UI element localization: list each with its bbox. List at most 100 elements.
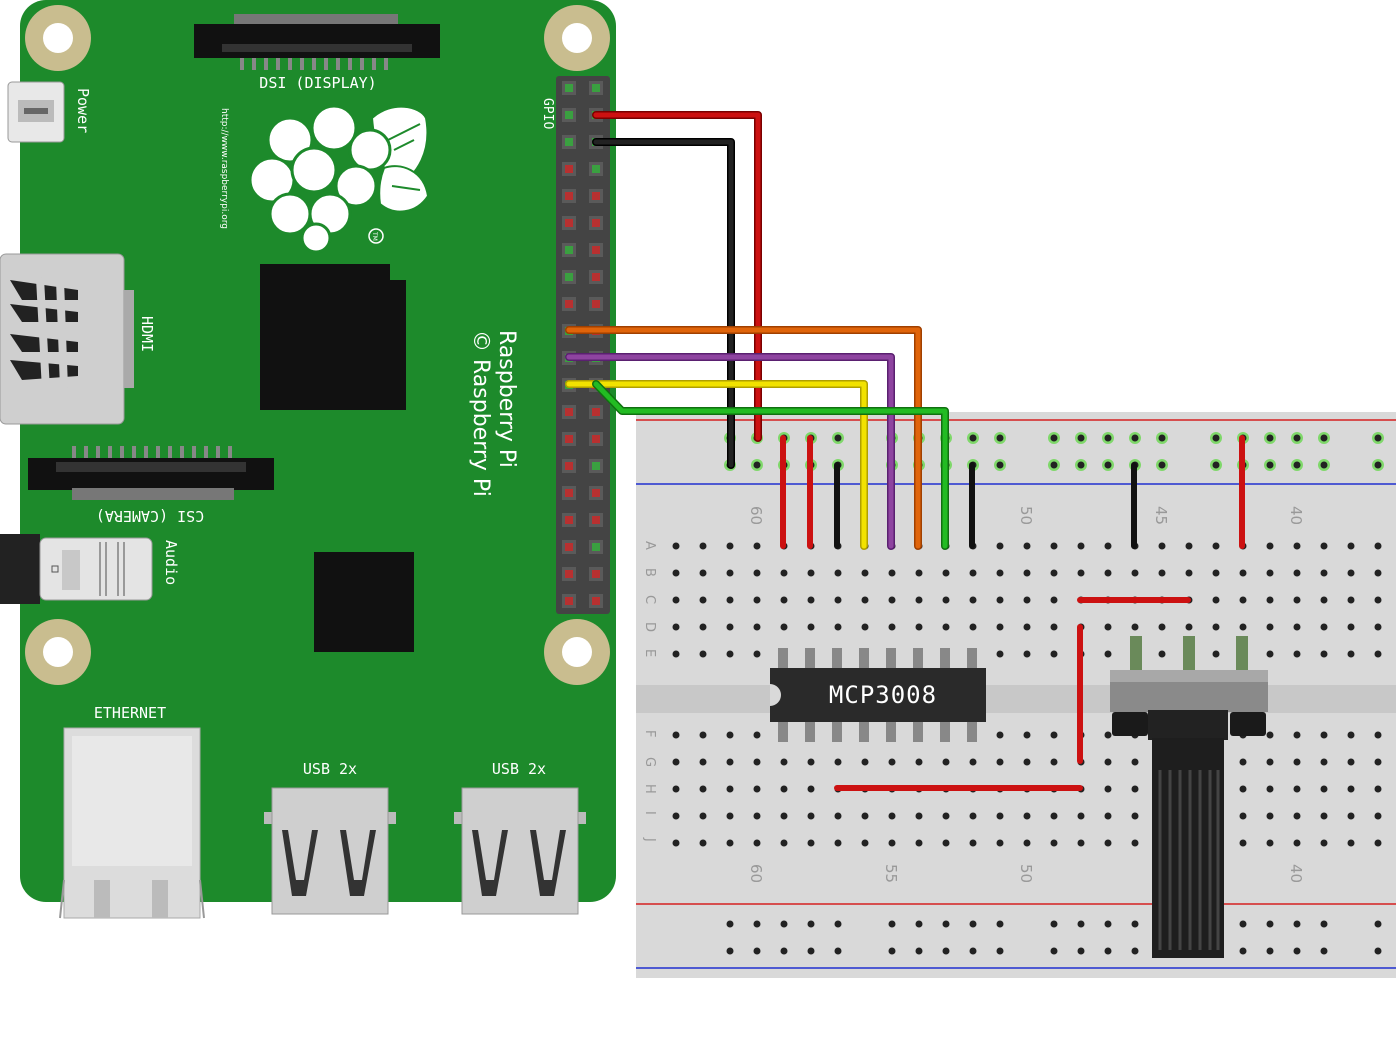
breadboard-hole [1320,542,1328,550]
breadboard-hole [969,758,977,766]
rail-hole [996,920,1004,928]
breadboard-hole [1104,650,1112,658]
row-letter: I [642,811,657,815]
wire-yellow [565,380,868,550]
gpio-wires [565,111,949,550]
rail-hole [807,947,815,955]
power-label: Power [74,88,92,133]
breadboard-hole [1293,758,1301,766]
gpio-pin [592,165,600,173]
rail-hole [1050,920,1058,928]
breadboard-hole [1077,542,1085,550]
breadboard-hole [888,812,896,820]
rail-hole [834,434,842,442]
breadboard-hole [780,812,788,820]
breadboard-hole [1347,785,1355,793]
breadboard-hole [1023,839,1031,847]
rail-hole [1131,434,1139,442]
breadboard-hole [1023,569,1031,577]
row-letter: C [642,595,657,604]
gpio-pin [592,219,600,227]
breadboard-hole [699,596,707,604]
breadboard-hole [1266,650,1274,658]
breadboard-hole [1347,542,1355,550]
breadboard-hole [1023,542,1031,550]
rail-hole [726,920,734,928]
breadboard-hole [1293,596,1301,604]
breadboard-hole [753,731,761,739]
rail-hole [1077,947,1085,955]
rail-hole [969,947,977,955]
rail-hole [1104,947,1112,955]
breadboard-hole [1347,812,1355,820]
breadboard-hole [1374,650,1382,658]
rail-hole [996,434,1004,442]
breadboard-hole [699,812,707,820]
breadboard-hole [672,650,680,658]
gpio-pin [565,597,573,605]
rail-hole [1077,461,1085,469]
gpio-pin [565,246,573,254]
breadboard-hole [1050,731,1058,739]
breadboard-hole [888,839,896,847]
column-number: 50 [1017,506,1035,525]
breadboard-hole [1293,731,1301,739]
rail-hole [1374,434,1382,442]
rail-hole [969,434,977,442]
rail-hole [780,947,788,955]
gpio-pin [565,192,573,200]
breadboard-hole [1131,785,1139,793]
breadboard-hole [1320,785,1328,793]
breadboard-hole [915,596,923,604]
breadboard-hole [969,812,977,820]
breadboard-hole [1023,758,1031,766]
breadboard-hole [780,758,788,766]
breadboard-hole [726,839,734,847]
breadboard-hole [726,812,734,820]
rail-hole [942,947,950,955]
gpio-pin [565,462,573,470]
gpio-pin [565,300,573,308]
soc-chip [260,264,406,410]
gpio-pin [565,543,573,551]
usb-left-label: USB 2x [303,760,357,778]
breadboard-hole [1050,758,1058,766]
breadboard-hole [1374,839,1382,847]
breadboard-hole [915,569,923,577]
breadboard-hole [915,623,923,631]
breadboard-hole [726,542,734,550]
breadboard-hole [1266,812,1274,820]
breadboard-hole [1347,623,1355,631]
column-number: 45 [1152,506,1170,525]
breadboard-hole [1320,758,1328,766]
mcp3008-chip: MCP3008 [770,648,986,742]
breadboard-hole [996,812,1004,820]
rail-hole [1158,434,1166,442]
breadboard-hole [753,569,761,577]
rail-hole [1266,920,1274,928]
rail-hole [996,461,1004,469]
gpio-pin [592,543,600,551]
breadboard-hole [726,758,734,766]
breadboard-hole [672,596,680,604]
row-letter: E [642,649,657,657]
breadboard-hole [807,758,815,766]
breadboard-hole [1023,596,1031,604]
raspberry-logo-icon: TM [248,104,430,254]
breadboard-hole [942,623,950,631]
breadboard-hole [807,569,815,577]
wire-orange [565,326,922,550]
gpio-pin [592,300,600,308]
breadboard-hole [1320,812,1328,820]
breadboard-hole [780,785,788,793]
breadboard-hole [1050,569,1058,577]
breadboard-hole [1104,731,1112,739]
breadboard-hole [699,542,707,550]
lan-chip [314,552,414,652]
gpio-pin [565,570,573,578]
breadboard-hole [942,758,950,766]
column-number: 50 [1017,864,1035,883]
breadboard-hole [1320,596,1328,604]
breadboard-hole [726,650,734,658]
rail-hole [1320,920,1328,928]
